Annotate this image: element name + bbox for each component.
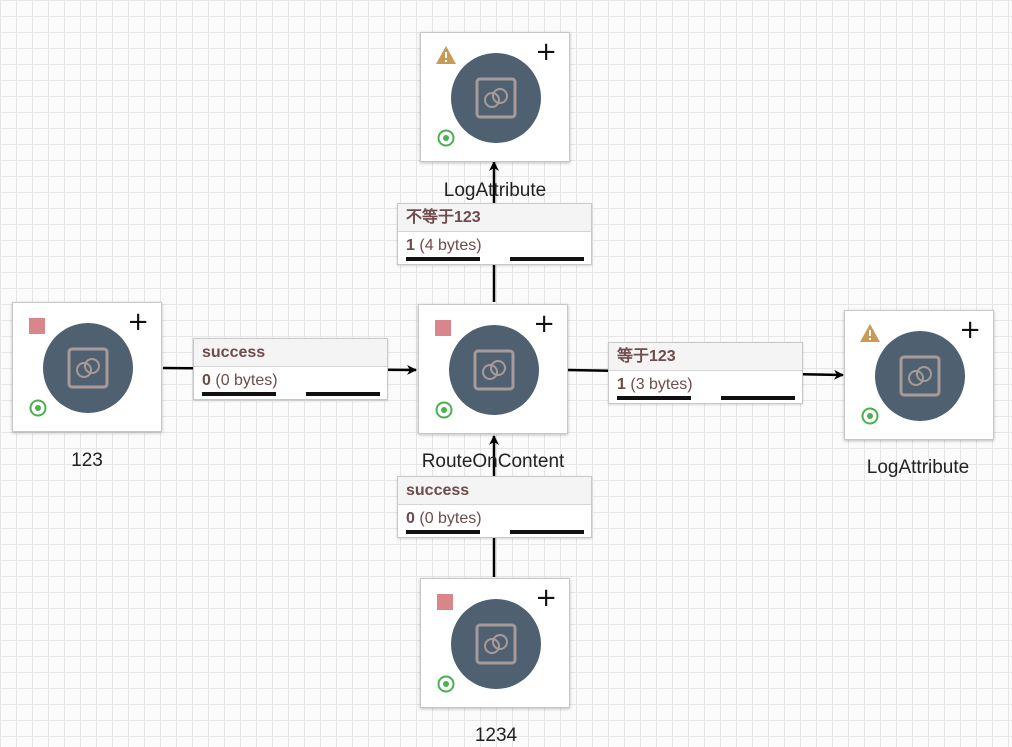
queued-count: 1 bbox=[617, 376, 626, 393]
stop-icon bbox=[437, 594, 453, 610]
warning-icon[interactable] bbox=[435, 45, 457, 65]
connection-queue: 1 (3 bytes) bbox=[609, 371, 802, 399]
queue-bar bbox=[721, 396, 795, 400]
connection-relationship: 不等于123 bbox=[398, 204, 591, 232]
plus-icon[interactable]: + bbox=[959, 315, 981, 345]
connection-queue: 0 (0 bytes) bbox=[398, 505, 591, 533]
running-indicator-icon bbox=[437, 129, 455, 147]
running-indicator-icon bbox=[437, 675, 455, 693]
processor-name: 123 bbox=[71, 450, 103, 471]
processor-1234[interactable]: + bbox=[420, 578, 570, 708]
queued-count: 1 bbox=[406, 237, 415, 254]
processor-name: 1234 bbox=[474, 725, 518, 746]
queued-size: (0 bytes) bbox=[215, 372, 278, 389]
processor-icon bbox=[43, 323, 133, 413]
queue-bar bbox=[510, 530, 584, 534]
processor-log-attribute-top[interactable]: + bbox=[420, 32, 570, 162]
stop-icon bbox=[29, 318, 45, 334]
connection-queue: 0 (0 bytes) bbox=[194, 367, 387, 395]
queue-bar bbox=[406, 530, 480, 534]
queue-bar bbox=[617, 396, 691, 400]
plus-icon[interactable]: + bbox=[535, 583, 557, 613]
queue-bar bbox=[406, 257, 480, 261]
running-indicator-icon bbox=[29, 399, 47, 417]
processor-icon bbox=[451, 599, 541, 689]
queued-count: 0 bbox=[202, 372, 211, 389]
connection-queue: 1 (4 bytes) bbox=[398, 232, 591, 260]
processor-icon bbox=[875, 331, 965, 421]
processor-route-on-content[interactable]: + bbox=[418, 304, 568, 434]
queued-size: (3 bytes) bbox=[630, 376, 693, 393]
queue-bar bbox=[202, 392, 276, 396]
connection-relationship: success bbox=[194, 339, 387, 367]
plus-icon[interactable]: + bbox=[127, 307, 149, 337]
queued-size: (4 bytes) bbox=[419, 237, 482, 254]
processor-name: LogAttribute bbox=[443, 180, 547, 201]
connection-relationship: 等于123 bbox=[609, 343, 802, 371]
stop-icon bbox=[435, 320, 451, 336]
queued-count: 0 bbox=[406, 510, 415, 527]
connection-label-equal[interactable]: 等于123 1 (3 bytes) bbox=[608, 342, 803, 404]
connection-relationship: success bbox=[398, 477, 591, 505]
processor-name: LogAttribute bbox=[866, 457, 970, 478]
processor-name: RouteOnContent bbox=[421, 451, 565, 472]
connection-label-not-equal[interactable]: 不等于123 1 (4 bytes) bbox=[397, 203, 592, 265]
connection-label-success-left[interactable]: success 0 (0 bytes) bbox=[193, 338, 388, 400]
processor-icon bbox=[449, 325, 539, 415]
processor-123[interactable]: + bbox=[12, 302, 162, 432]
queued-size: (0 bytes) bbox=[419, 510, 482, 527]
warning-icon[interactable] bbox=[859, 323, 881, 343]
plus-icon[interactable]: + bbox=[533, 309, 555, 339]
processor-icon bbox=[451, 53, 541, 143]
running-indicator-icon bbox=[861, 407, 879, 425]
running-indicator-icon bbox=[435, 401, 453, 419]
queue-bar bbox=[306, 392, 380, 396]
processor-log-attribute-right[interactable]: + bbox=[844, 310, 994, 440]
connection-label-success-bottom[interactable]: success 0 (0 bytes) bbox=[397, 476, 592, 538]
plus-icon[interactable]: + bbox=[535, 37, 557, 67]
queue-bar bbox=[510, 257, 584, 261]
